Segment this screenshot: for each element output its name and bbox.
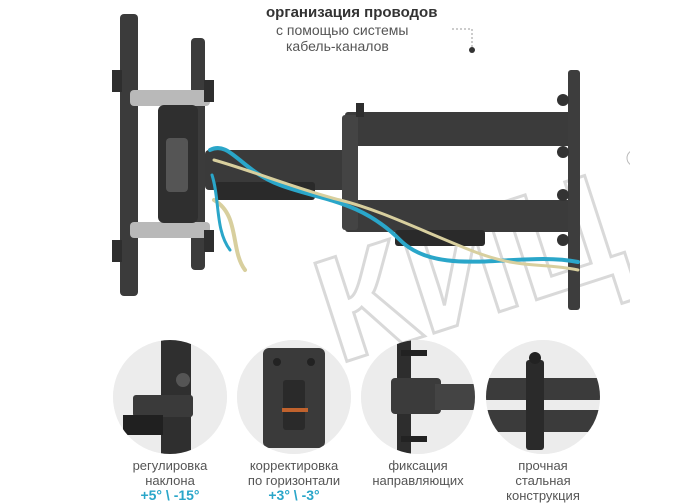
feature-steel: прочная стальная конструкция xyxy=(486,340,606,503)
feature-guide-lock-image xyxy=(361,340,475,454)
tv-rails xyxy=(112,14,214,296)
feature-guide-lock-line-1: фиксация xyxy=(388,458,448,473)
feature-steel-line-3: конструкция xyxy=(506,488,580,503)
feature-steel-line-2: стальная xyxy=(515,473,571,488)
adjustment-plate-icon xyxy=(237,340,351,454)
feature-horizontal-image xyxy=(237,340,351,454)
cables xyxy=(208,146,580,272)
feature-tilt-image xyxy=(113,340,227,454)
feature-horizontal-range: +3° \ -3° xyxy=(268,487,320,503)
feature-horizontal: корректировка по горизонтали +3° \ -3° xyxy=(237,340,357,503)
feature-guide-lock-line-2: направляющих xyxy=(372,473,464,488)
annotation-line-1: с помощью системы xyxy=(276,22,409,38)
feature-steel-line-1: прочная xyxy=(518,458,568,473)
feature-horizontal-line-2: по горизонтали xyxy=(247,473,341,488)
feature-steel-image xyxy=(486,340,600,454)
feature-tilt-range: +5° \ -15° xyxy=(140,487,200,503)
annotation-line-2: кабель-каналов xyxy=(286,38,389,54)
feature-tilt-line-2: наклона xyxy=(145,473,195,488)
annotation-title: организация проводов xyxy=(266,4,438,21)
annotation-leader xyxy=(452,28,475,53)
tilt-joint-icon xyxy=(113,340,227,454)
mount-arms xyxy=(205,70,580,310)
tv-mount-illustration xyxy=(112,14,580,310)
guide-lock-icon xyxy=(361,340,475,454)
watermark-circle-right xyxy=(626,151,630,165)
feature-horizontal-line-1: корректировка xyxy=(249,458,339,473)
steel-arm-icon xyxy=(486,340,600,454)
feature-tilt: регулировка наклона +5° \ -15° xyxy=(113,340,233,503)
feature-tilt-line-1: регулировка xyxy=(132,458,208,473)
feature-guide-lock: фиксация направляющих xyxy=(361,340,481,488)
